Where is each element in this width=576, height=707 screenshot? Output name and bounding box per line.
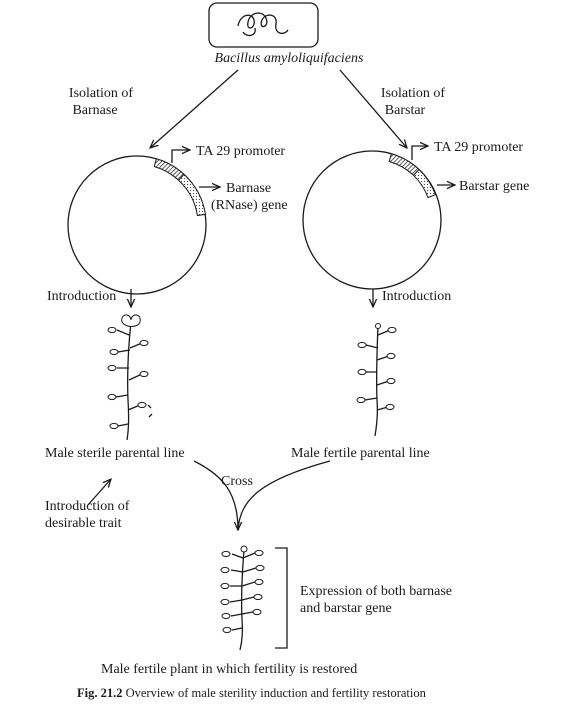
left-introduction-label: Introduction	[47, 289, 116, 304]
barnase-gene-label-line1: Barnase	[226, 181, 271, 196]
isolation-barstar-arrow	[339, 69, 407, 148]
organism-name: Bacillus amyloliquifaciens	[215, 51, 364, 66]
result-label: Male fertile plant in which fertility is…	[101, 662, 357, 677]
barstar-plasmid-icon	[302, 150, 442, 290]
barnase-gene-label-line2: (RNase) gene	[211, 198, 288, 213]
bacterium-icon	[208, 2, 319, 48]
male-sterile-line-label: Male sterile parental line	[45, 446, 185, 461]
isolation-barstar-line2: Barstar	[385, 103, 426, 118]
cross-left-curve	[193, 460, 238, 530]
isolation-barnase-line2: Barnase	[72, 103, 117, 118]
figure-caption-text: Overview of male sterility induction and…	[122, 686, 426, 700]
male-fertile-line-label: Male fertile parental line	[291, 446, 430, 461]
barstar-promoter-label: TA 29 promoter	[434, 140, 523, 155]
isolation-barnase-arrow	[150, 69, 239, 148]
male-fertile-plant-icon	[356, 323, 397, 437]
desirable-trait-line1: Introduction of	[45, 499, 130, 514]
expression-bracket	[275, 547, 288, 649]
barnase-promoter-label: TA 29 promoter	[196, 144, 285, 159]
barstar-gene-label: Barstar gene	[459, 179, 529, 194]
desirable-trait-line2: desirable trait	[45, 516, 122, 531]
barnase-promoter-arrow	[171, 150, 190, 163]
expression-line2: and barstar gene	[300, 601, 392, 616]
barstar-promoter-arrow	[411, 146, 428, 160]
restored-plant-icon	[220, 545, 265, 651]
figure-caption: Fig. 21.2 Overview of male sterility ind…	[77, 686, 427, 700]
cross-right-curve	[237, 460, 331, 531]
male-sterile-plant-icon	[107, 314, 149, 441]
expression-line1: Expression of both barnase	[300, 584, 452, 599]
desirable-trait-arrow	[87, 479, 111, 506]
isolation-barnase-line1: Isolation of	[69, 86, 133, 101]
barnase-plasmid-icon	[67, 155, 207, 295]
isolation-barstar-line1: Isolation of	[381, 86, 445, 101]
figure-caption-label: Fig. 21.2	[77, 686, 122, 700]
right-introduction-label: Introduction	[382, 289, 451, 304]
cross-label: Cross	[221, 474, 253, 489]
